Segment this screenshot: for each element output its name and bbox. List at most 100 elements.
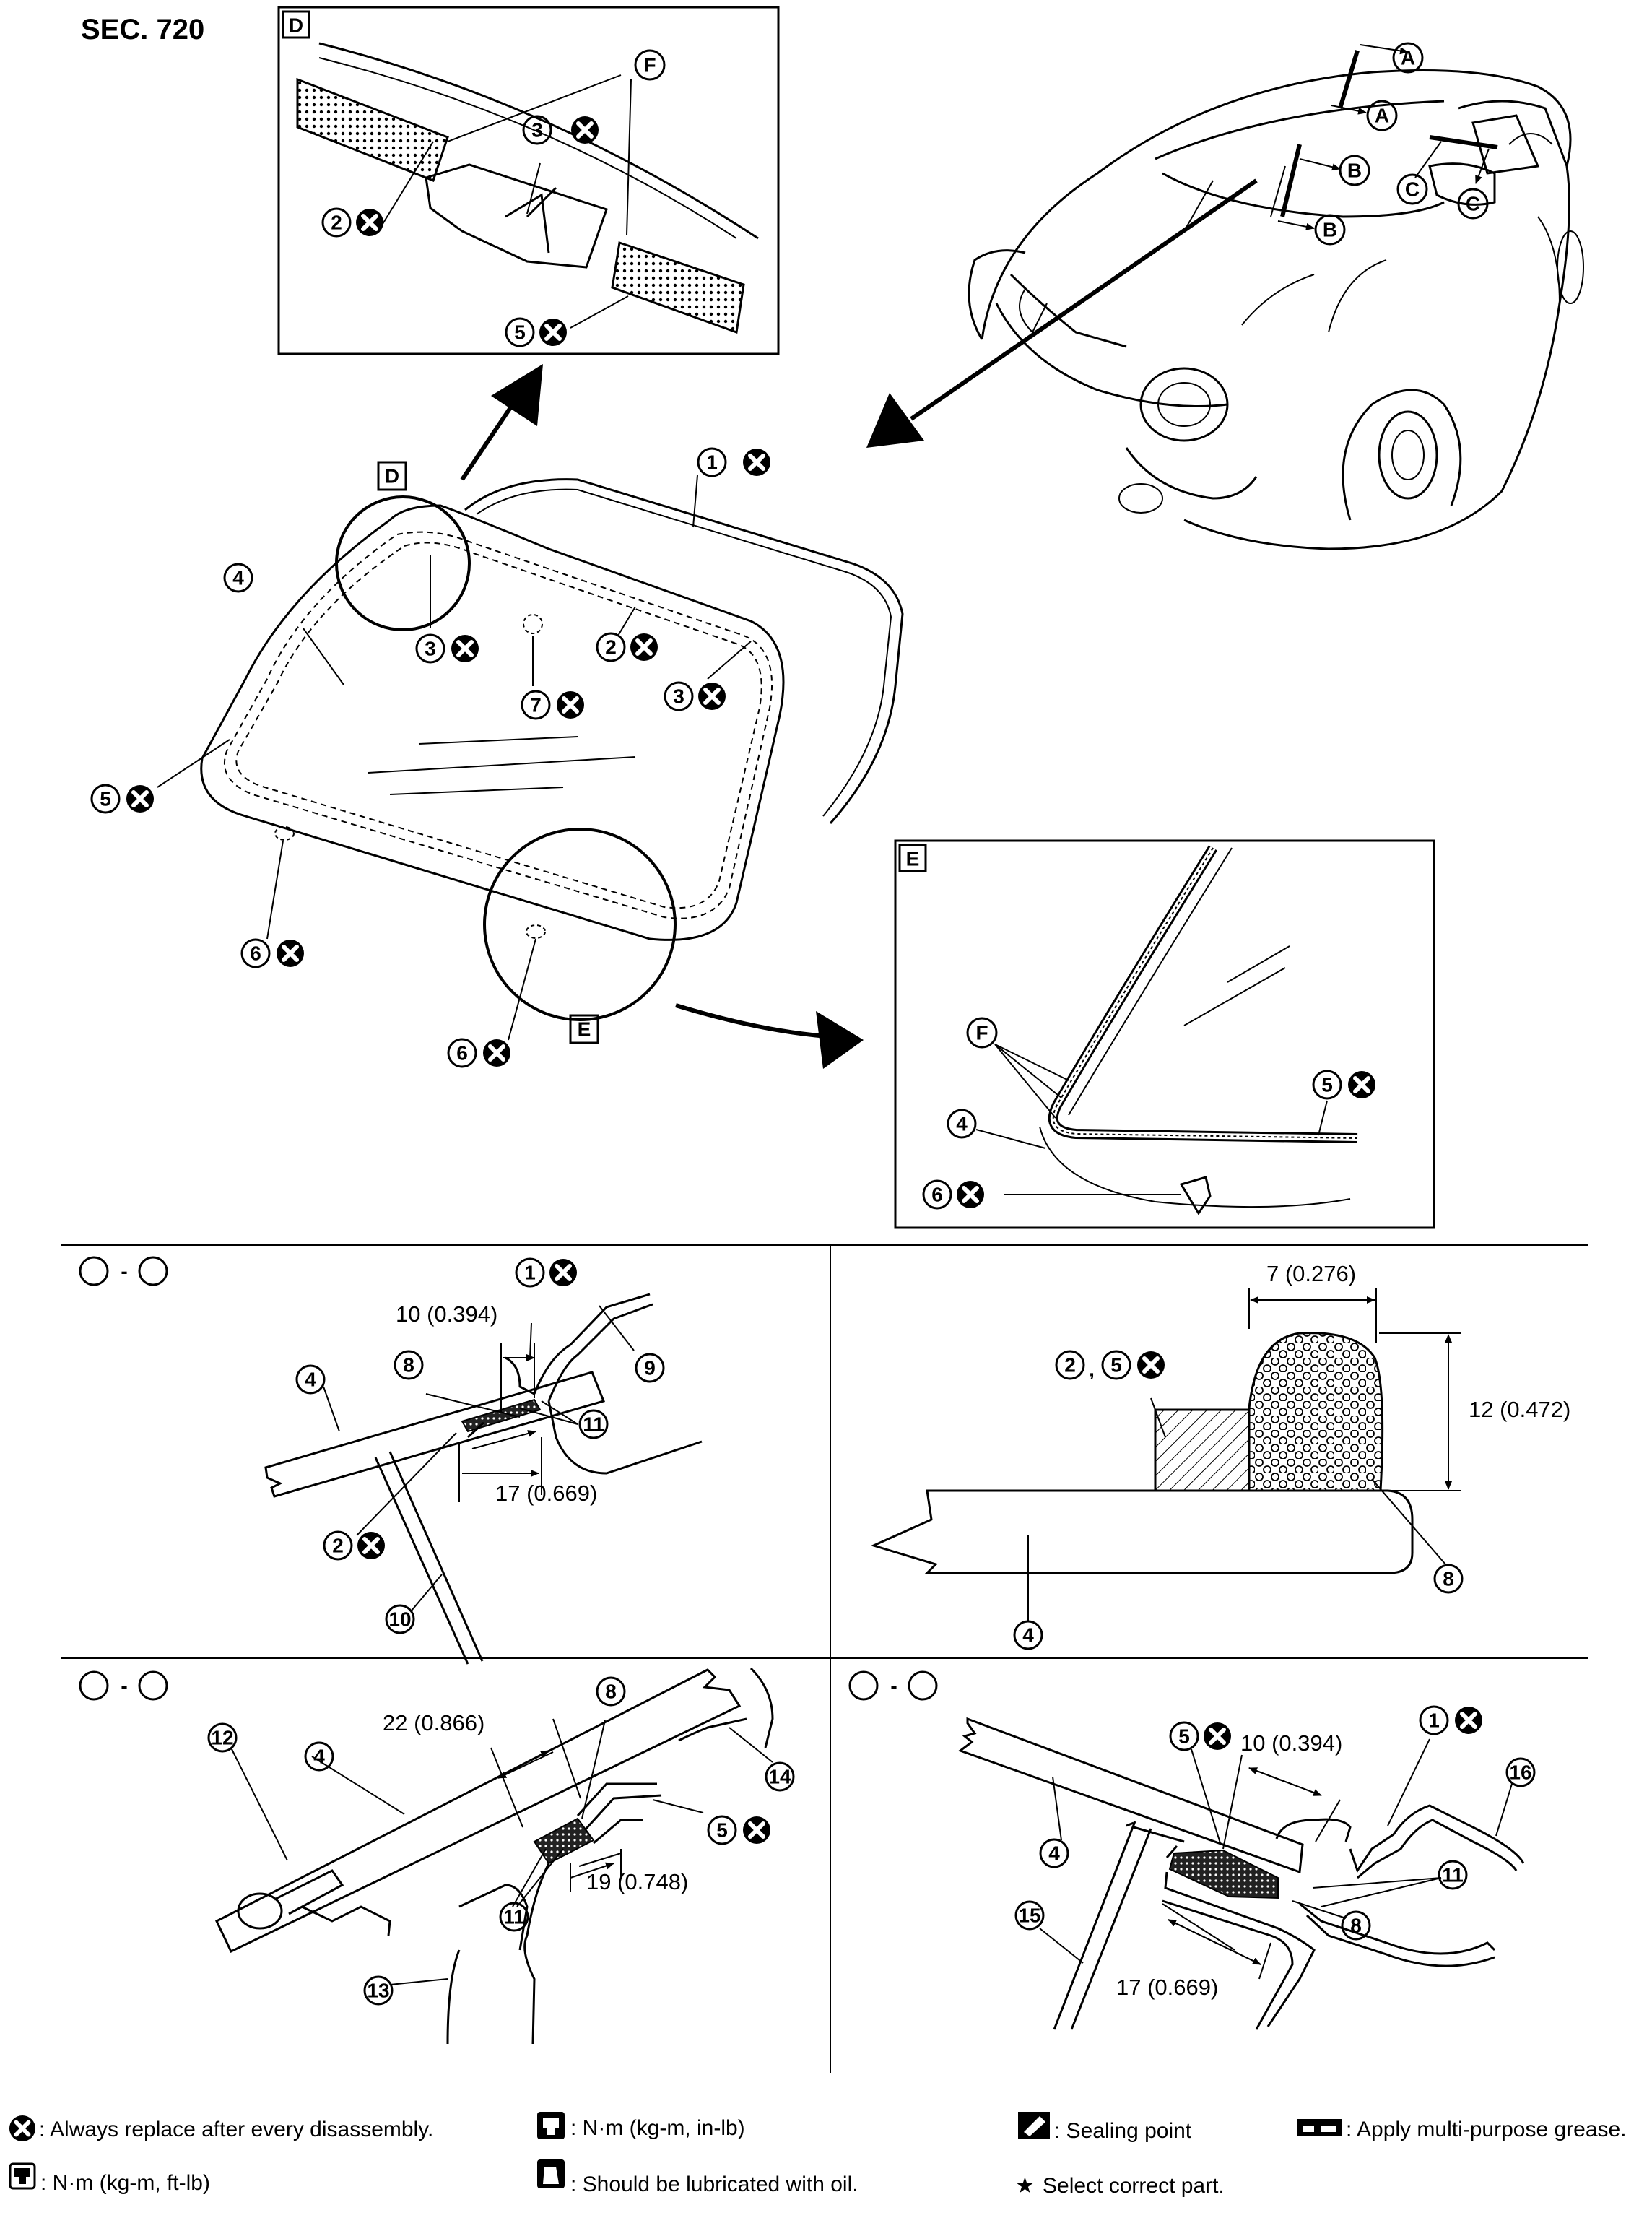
view-label-d-circle: D: [377, 461, 407, 491]
legend-oil: : Should be lubricated with oil.: [537, 2159, 858, 2196]
svg-text:3: 3: [673, 685, 684, 708]
section-a-a-title: A - A: [79, 1256, 168, 1286]
svg-text:-: -: [890, 1675, 897, 1697]
svg-text:4: 4: [232, 567, 244, 589]
callout-6-ws-left: 6: [240, 938, 304, 968]
svg-text:A: A: [146, 1260, 160, 1283]
view-letter-d: D: [289, 14, 303, 37]
legend: : Always replace after every disassembly…: [9, 2112, 1627, 2198]
callout-bb-11: 11: [499, 1902, 529, 1932]
svg-text:,: ,: [1089, 1358, 1095, 1381]
section-label: SEC. 720: [81, 14, 204, 46]
callout-cc-11: 11: [1438, 1860, 1468, 1890]
sealant-strip-d-left: [296, 77, 449, 182]
detail-e-box: E: [894, 839, 1435, 1229]
svg-text:2: 2: [332, 1535, 344, 1557]
svg-text:5: 5: [716, 1819, 728, 1842]
section-b-b-drawing: [215, 1667, 774, 2045]
svg-text:A: A: [87, 1260, 101, 1283]
callout-bb-5: 5: [707, 1815, 770, 1845]
svg-text:: N·m (kg-m, ft-lb): : N·m (kg-m, ft-lb): [40, 2171, 210, 2195]
svg-text:11: 11: [503, 1906, 525, 1928]
svg-text:5: 5: [1178, 1725, 1190, 1748]
dim-cc-10: 10 (0.394): [1240, 1730, 1342, 1756]
legend-sealing: : Sealing point: [1018, 2112, 1192, 2143]
section-marker-a-top: A: [1360, 42, 1424, 74]
callout-d-3: 3: [522, 115, 599, 145]
svg-text:6: 6: [931, 1184, 943, 1206]
section-marker-c-right: C: [1457, 148, 1490, 220]
svg-text:5: 5: [1321, 1074, 1333, 1096]
view-letter-e: E: [906, 848, 920, 870]
svg-text:C: C: [856, 1675, 871, 1697]
callout-bb-13: 13: [363, 1975, 394, 2006]
svg-text:Select correct part.: Select correct part.: [1043, 2174, 1225, 2198]
svg-text:5: 5: [100, 788, 111, 810]
callout-bb-14: 14: [765, 1762, 795, 1792]
section-marker-a-bottom: A: [1331, 100, 1398, 131]
svg-text:: Should be lubricated with oi: : Should be lubricated with oil.: [570, 2172, 858, 2196]
callout-cc-1: 1: [1419, 1705, 1482, 1736]
dim-aa-10: 10 (0.394): [396, 1301, 497, 1327]
sealant-strip-d-right: [611, 241, 745, 334]
svg-text:1: 1: [706, 451, 718, 474]
callout-5-ws: 5: [90, 784, 154, 814]
callout-aa-2: 2: [323, 1530, 385, 1561]
callout-e-5: 5: [1312, 1070, 1375, 1100]
svg-text:: Always replace after every d: : Always replace after every disassembly…: [39, 2118, 433, 2141]
svg-text:11: 11: [583, 1413, 604, 1436]
callout-7-ws: 7: [521, 690, 584, 720]
svg-text:B: B: [1347, 160, 1362, 182]
svg-text:12: 12: [211, 1727, 233, 1749]
callout-bb-12: 12: [207, 1722, 238, 1753]
callout-aa-9: 9: [635, 1353, 665, 1383]
svg-text:B: B: [146, 1675, 160, 1697]
svg-text:8: 8: [1350, 1915, 1362, 1937]
svg-text:8: 8: [1443, 1568, 1454, 1590]
callout-d-5: 5: [505, 317, 567, 347]
callout-e-f: F: [966, 1017, 998, 1049]
svg-text:13: 13: [367, 1980, 389, 2002]
svg-text:E: E: [578, 1018, 591, 1041]
svg-text:C: C: [1405, 178, 1420, 201]
svg-text:5: 5: [514, 321, 526, 344]
svg-text:6: 6: [456, 1042, 468, 1065]
svg-text:4: 4: [1048, 1842, 1060, 1865]
svg-text:: N·m (kg-m, in-lb): : N·m (kg-m, in-lb): [570, 2116, 745, 2140]
spacer-clip-d: [425, 163, 608, 269]
callout-bb-4: 4: [304, 1741, 334, 1772]
svg-text:4: 4: [305, 1369, 316, 1391]
legend-select: ★ Select correct part.: [1015, 2174, 1225, 2198]
callout-d-2: 2: [321, 207, 383, 238]
section-marker-b-top: B: [1299, 155, 1370, 186]
callout-aa-8: 8: [394, 1350, 424, 1380]
callout-cc-16: 16: [1505, 1757, 1536, 1788]
svg-text:: Sealing point: : Sealing point: [1054, 2119, 1192, 2143]
dim-height-12: 12 (0.472): [1469, 1397, 1570, 1422]
dim-bb-19: 19 (0.748): [586, 1869, 688, 1894]
svg-text:1: 1: [1428, 1710, 1440, 1732]
svg-text:3: 3: [425, 638, 436, 660]
svg-text:A: A: [1401, 47, 1415, 69]
svg-text:D: D: [385, 465, 399, 488]
callout-cc-8: 8: [1341, 1910, 1371, 1941]
svg-text:15: 15: [1018, 1904, 1040, 1927]
svg-text:4: 4: [1022, 1624, 1034, 1647]
callout-aa-1: 1: [515, 1257, 577, 1288]
callout-3-ws-right: 3: [664, 681, 726, 711]
svg-text:6: 6: [250, 942, 261, 965]
callout-6-ws-bottom: 6: [447, 1038, 510, 1068]
callout-4-ws: 4: [223, 563, 253, 593]
svg-text:B: B: [87, 1675, 101, 1697]
legend-grease: : Apply multi-purpose grease.: [1297, 2118, 1627, 2141]
callout-aa-11: 11: [578, 1409, 609, 1439]
sealant-dimension-drawing: [870, 1288, 1461, 1621]
svg-text:2: 2: [605, 636, 617, 659]
svg-text:14: 14: [768, 1766, 791, 1788]
detail-d-box: D: [277, 6, 780, 355]
dim-cc-17: 17 (0.669): [1116, 1975, 1218, 2000]
legend-torque-inlb: : N·m (kg-m, in-lb): [537, 2112, 745, 2140]
callout-cc-5: 5: [1169, 1721, 1231, 1751]
roof-molding: [464, 478, 904, 824]
